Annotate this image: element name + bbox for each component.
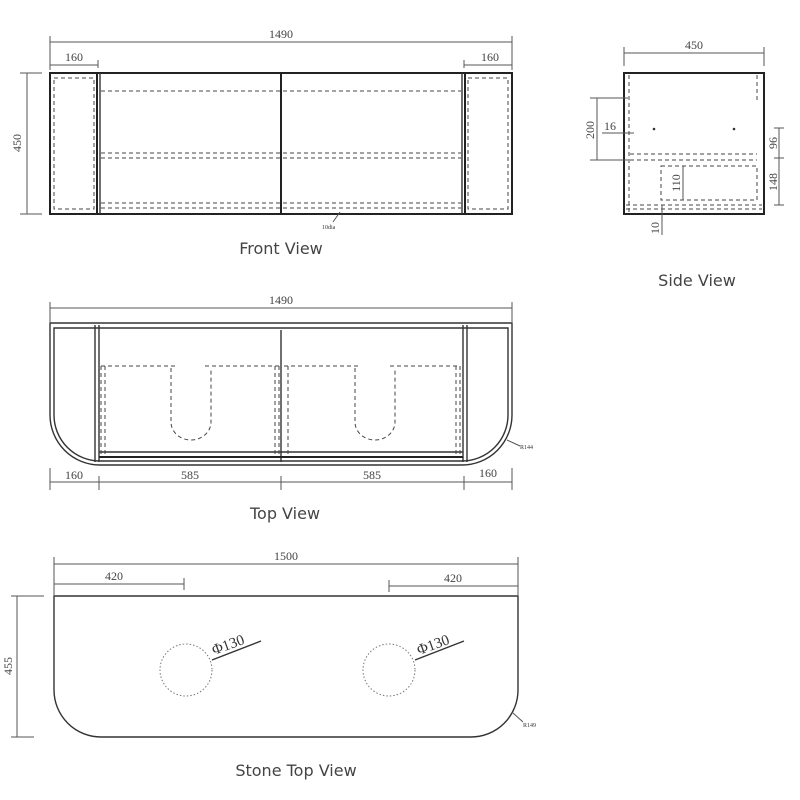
top-dim-0: 160 — [65, 468, 83, 482]
stone-right-offset-dim: 420 — [444, 571, 462, 585]
front-width-dim: 1490 — [269, 27, 293, 41]
stone-radius-note: R149 — [523, 723, 536, 729]
front-view: 1490 160 160 450 10dia Front View — [10, 27, 513, 258]
stone-width-dim: 1500 — [274, 549, 298, 563]
side-view-label: Side View — [658, 271, 736, 290]
top-dim-1: 585 — [181, 468, 199, 482]
side-view: 450 200 16 110 96 148 10 Side View — [583, 38, 784, 290]
top-dim-2: 585 — [363, 468, 381, 482]
front-height-dim: 450 — [10, 134, 24, 152]
stone-left-offset-dim: 420 — [105, 569, 123, 583]
stone-depth-dim: 455 — [1, 657, 15, 675]
front-left-panel-dim: 160 — [65, 50, 83, 64]
side-16-dim: 16 — [604, 119, 616, 133]
stone-top-view-label: Stone Top View — [235, 761, 356, 780]
basin-hole-left — [159, 643, 213, 697]
top-radius-note: R144 — [520, 445, 533, 451]
stone-hole-right-dim: Φ130 — [415, 632, 452, 658]
basin-hole-right — [362, 643, 416, 697]
top-view: 1490 160 585 585 160 R144 Top View — [49, 293, 533, 523]
side-10-dim: 10 — [648, 222, 662, 234]
stone-hole-left-dim: Φ130 — [210, 632, 247, 658]
side-depth-dim: 450 — [685, 38, 703, 52]
side-96-dim: 96 — [766, 137, 780, 149]
top-view-label: Top View — [249, 504, 320, 523]
side-200-dim: 200 — [583, 121, 597, 139]
top-width-dim: 1490 — [269, 293, 293, 307]
front-hole-note: 10dia — [322, 225, 336, 231]
side-148-dim: 148 — [766, 173, 780, 191]
stone-top-view: 1500 420 420 455 Φ130 Φ130 R149 Stone To… — [1, 549, 536, 780]
side-110-dim: 110 — [669, 174, 683, 192]
front-right-panel-dim: 160 — [481, 50, 499, 64]
top-dim-3: 160 — [479, 466, 497, 480]
front-view-label: Front View — [239, 239, 323, 258]
